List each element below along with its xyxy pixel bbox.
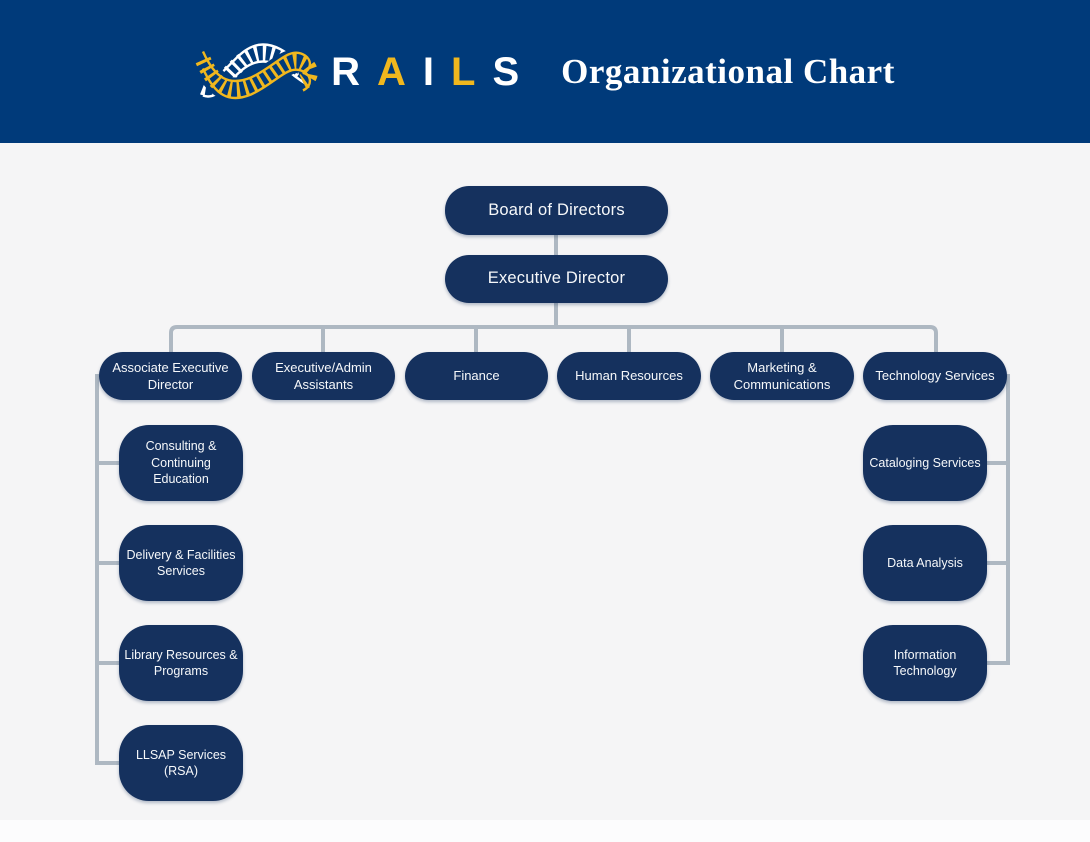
brand-letter: I [422, 49, 435, 94]
org-node-cataloging-services: Cataloging Services [863, 425, 987, 501]
org-node-delivery-facilities-services: Delivery & Facilities Services [119, 525, 243, 601]
connector-lines [95, 233, 1010, 765]
brand-letter: S [492, 49, 520, 94]
org-node-label: LLSAP Services (RSA) [135, 747, 227, 779]
org-node-label: Marketing & Communications [733, 359, 831, 392]
brand-row: R A I L S Organizational Chart [195, 41, 895, 103]
org-node-label: Executive Director [487, 269, 626, 288]
org-node-label: Executive/Admin Assistants [275, 359, 372, 392]
org-node-label: Human Resources [575, 368, 683, 384]
org-node-label: Data Analysis [887, 555, 963, 570]
org-node-executive-admin-assistants: Executive/Admin Assistants [252, 352, 395, 400]
brand-letter: R [331, 49, 360, 94]
org-node-label: Cataloging Services [869, 455, 981, 470]
org-node-associate-executive-director: Associate Executive Director [99, 352, 242, 400]
org-node-consulting-continuing-education: Consulting & Continuing Education [119, 425, 243, 501]
org-node-finance: Finance [405, 352, 548, 400]
page-title: Organizational Chart [561, 52, 895, 91]
org-node-label: Finance [453, 368, 500, 384]
org-node-label: Library Resources & Programs [124, 647, 238, 679]
org-node-technology-services: Technology Services [863, 352, 1007, 400]
header-banner: R A I L S Organizational Chart [0, 0, 1090, 143]
brand-wordmark: R A I L S [331, 52, 519, 92]
brand-letter: A [377, 49, 406, 94]
bottom-margin-strip [0, 820, 1090, 842]
railroad-tracks-wave-icon [195, 42, 322, 101]
org-node-human-resources: Human Resources [557, 352, 701, 400]
org-node-board: Board of Directors [445, 186, 668, 235]
org-node-marketing-communications: Marketing & Communications [710, 352, 854, 400]
org-node-executive-director: Executive Director [445, 255, 668, 303]
org-node-llsap-services-rsa: LLSAP Services (RSA) [119, 725, 243, 801]
org-node-label: Information Technology [893, 647, 957, 679]
org-node-label: Consulting & Continuing Education [145, 439, 217, 487]
org-node-label: Associate Executive Director [112, 359, 229, 392]
brand-letter: L [451, 49, 476, 94]
org-node-data-analysis: Data Analysis [863, 525, 987, 601]
org-canvas: Board of Directors Executive Director As… [0, 143, 1090, 842]
org-node-label: Board of Directors [488, 200, 625, 219]
org-node-label: Delivery & Facilities Services [126, 547, 236, 579]
org-node-information-technology: Information Technology [863, 625, 987, 701]
org-node-library-resources-programs: Library Resources & Programs [119, 625, 243, 701]
org-node-label: Technology Services [875, 368, 995, 384]
